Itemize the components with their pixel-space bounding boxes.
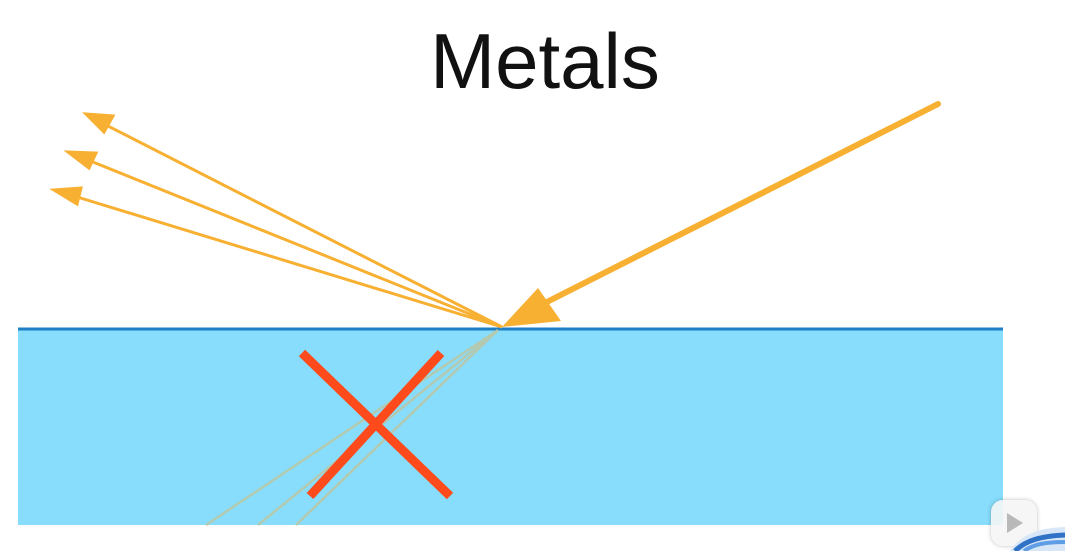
wave-logo-accent <box>1022 540 1065 551</box>
metal-block <box>18 329 1003 525</box>
incident-ray-line <box>532 101 941 311</box>
reflected-ray-arrowhead <box>63 150 99 171</box>
reflected-rays <box>49 112 503 329</box>
refracted-ray <box>295 329 499 526</box>
incident-ray-arrowhead <box>502 288 561 327</box>
slide-title: Metals <box>430 17 660 105</box>
reflected-ray <box>73 194 503 329</box>
play-icon <box>1007 513 1023 533</box>
reflected-ray-arrowhead <box>49 186 83 207</box>
wave-logo-icon <box>1010 527 1065 551</box>
reflected-ray <box>103 122 503 329</box>
wave-logo-accent <box>1013 532 1065 551</box>
refracted-ray <box>205 328 499 527</box>
blocked-refraction-cross <box>298 349 454 500</box>
reflected-ray <box>87 158 503 329</box>
reflected-ray-arrowhead <box>82 112 116 135</box>
cross-stroke <box>306 349 445 500</box>
incident-ray <box>502 101 941 327</box>
